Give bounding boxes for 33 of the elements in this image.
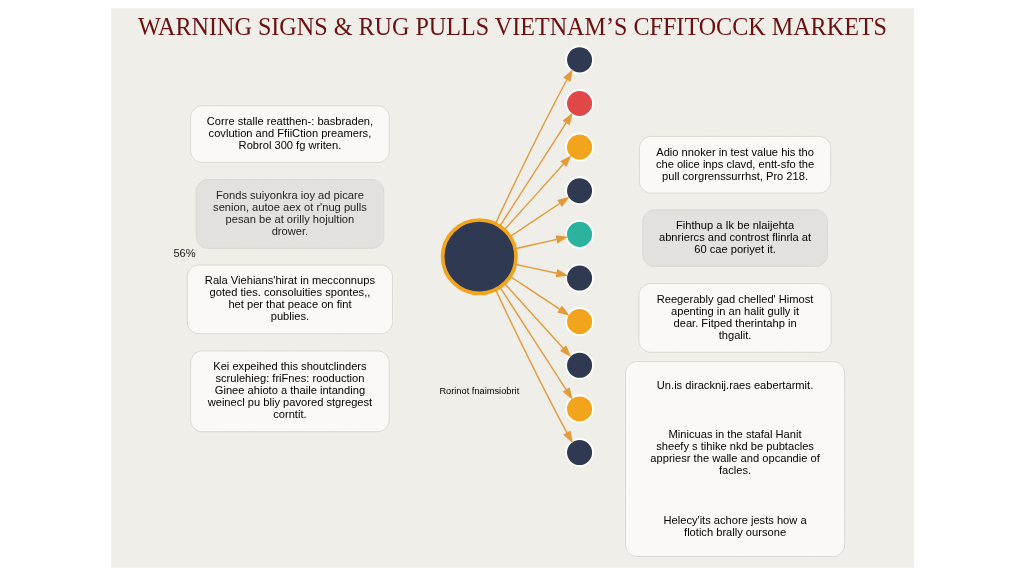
diagram-title: WARNING SIGNS & RUG PULLS VIETNAM’S CFFITOCCK MARKETS xyxy=(137,13,887,41)
arrow xyxy=(498,112,573,227)
node-box: Adio nnoker in test value his tho che olice inps clavd, entt-sfo the pull corgrenssurrhst, Pro 218. xyxy=(638,136,831,194)
node-text: Un.is diracknij.raes eabertarmit. xyxy=(656,378,813,391)
node-circle xyxy=(564,350,594,380)
node-circle xyxy=(564,45,594,75)
arrow xyxy=(498,286,573,400)
node-circle xyxy=(564,176,594,206)
label: Rorinot fnaimsiobrit xyxy=(438,385,519,396)
node-label: 56% xyxy=(172,247,196,260)
node-circle xyxy=(564,394,594,424)
node-circle xyxy=(564,307,594,337)
arrow xyxy=(514,263,568,278)
cluster xyxy=(624,361,845,557)
node-text: Minicuas in the stafal Hanit sheefy s tihike nkd be pubtacles appriesr the walle and opcandie of facles. xyxy=(649,428,820,477)
node-circle xyxy=(564,89,594,118)
node-box: Corre stalle reatthen-: basbraden, covlution and FfiiCtion preamers, Robrol 300 fg writen. xyxy=(189,105,390,163)
node-box: Rala Viehians'hirat in mecconnups goted ties. consoluities spontes,, het per that peace on fint publies. xyxy=(186,264,393,335)
node-box: Kei expeihed this shoutclinders scrulehieg: friFnes: rooduction Ginee ahioto a thaile intanding weinecl pu bliy pavored stgregest corntit. xyxy=(189,350,390,433)
arrow xyxy=(503,155,571,231)
node-box: Reegerably gad chelled' Himost apenting in an halit gully it dear. Fitped therintahp in thgalit. xyxy=(638,283,832,353)
arrow xyxy=(509,275,570,316)
arrow xyxy=(494,69,573,225)
arrow xyxy=(509,196,570,238)
arrow xyxy=(503,282,571,358)
node-circle xyxy=(564,220,594,249)
arrow xyxy=(494,289,573,444)
arrow xyxy=(514,235,568,250)
node-circle xyxy=(440,218,518,296)
node-circle xyxy=(564,438,594,467)
node-circle xyxy=(564,132,594,162)
node-text: Helecy'its achore jests how a flotich brally oursone xyxy=(663,513,807,538)
node-circle xyxy=(564,263,594,293)
